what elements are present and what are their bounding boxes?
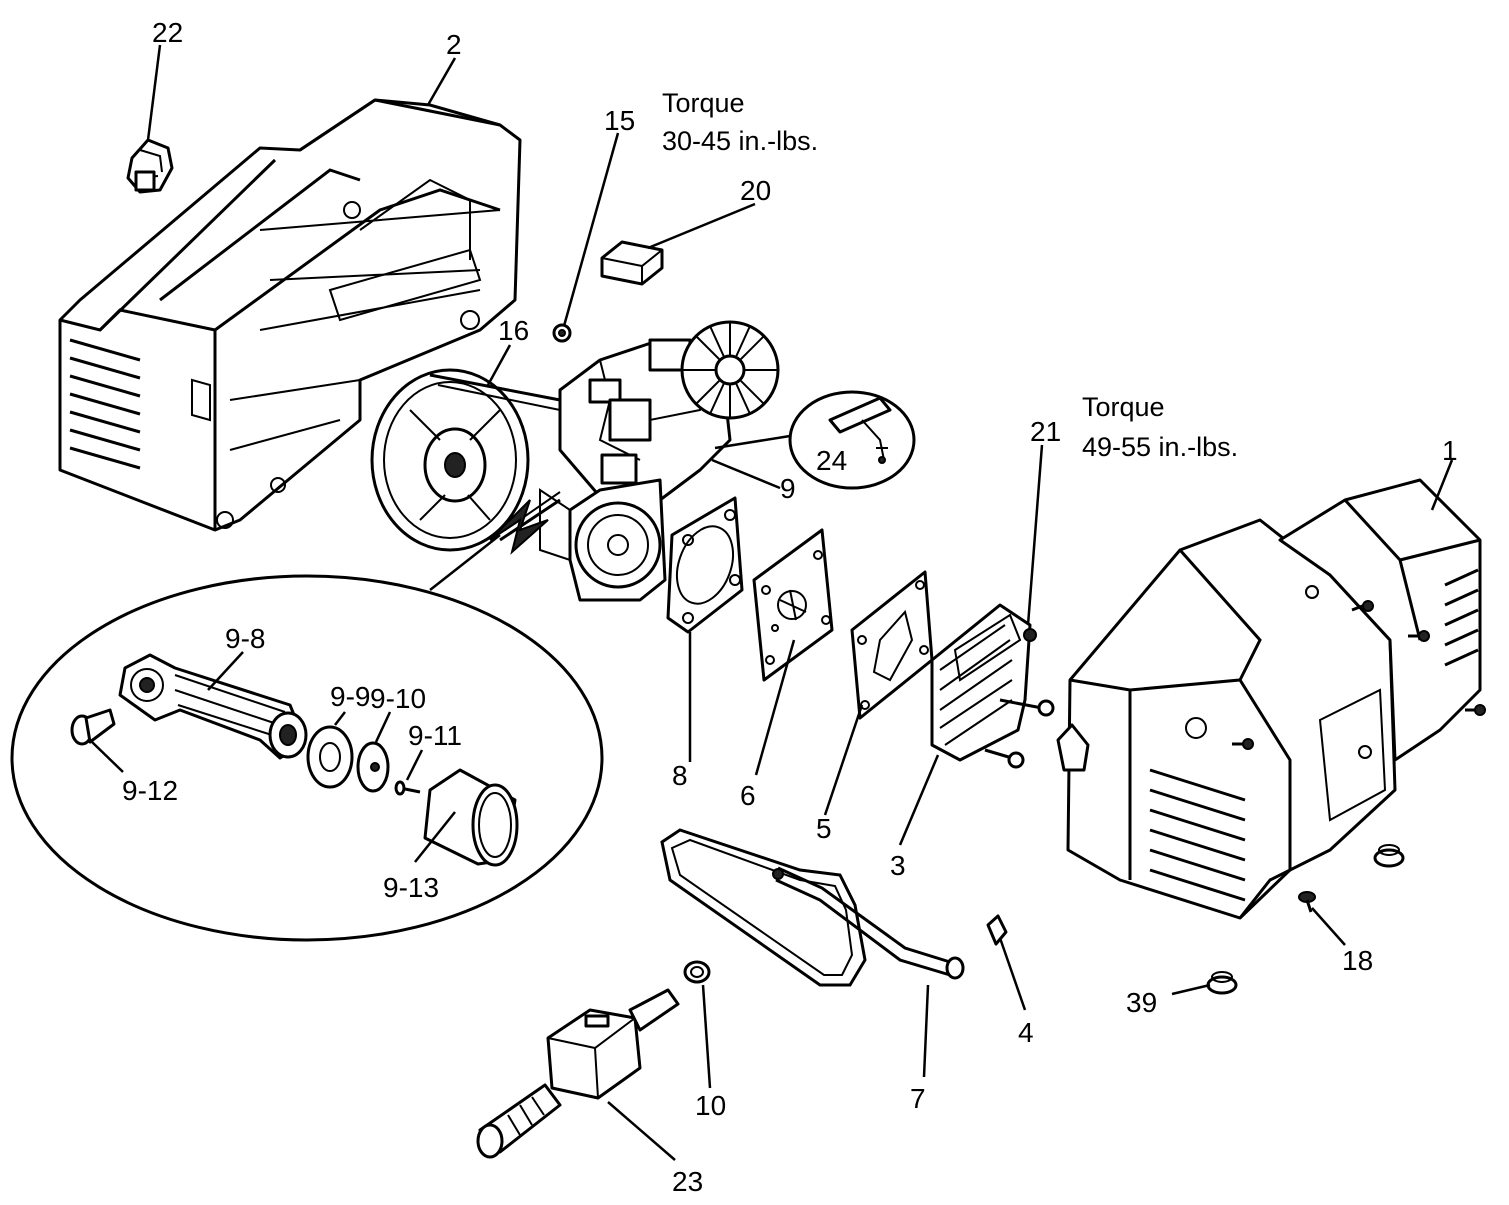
callout-23: 23 — [672, 1166, 703, 1197]
part-3-cylinder-head — [930, 603, 1055, 769]
callout-4: 4 — [1018, 1017, 1034, 1048]
torque-notes: Torque 30-45 in.-lbs. Torque 49-55 in.-l… — [662, 88, 1238, 462]
torque-note-upper-value: 30-45 in.-lbs. — [662, 126, 818, 156]
callout-15: 15 — [604, 105, 635, 136]
part-23-pressure-switch — [476, 988, 680, 1159]
callout-18: 18 — [1342, 945, 1373, 976]
callout-5: 5 — [816, 813, 832, 844]
part-7-discharge-tube — [660, 828, 965, 987]
callout-9-12: 9-12 — [122, 775, 178, 806]
callout-2: 2 — [446, 29, 462, 60]
part-4-clip — [986, 914, 1008, 946]
cooling-fan — [680, 320, 780, 420]
callout-22: 22 — [152, 17, 183, 48]
part-5-head-gasket — [850, 570, 934, 720]
detail-9-connecting-rod — [10, 534, 604, 942]
part-6-valve-plate — [752, 528, 834, 682]
part-22-switch — [126, 138, 174, 194]
front-shroud-vents — [1149, 568, 1479, 902]
callout-24: 24 — [816, 445, 847, 476]
part-20-pad — [600, 240, 664, 286]
callout-9-11: 9-11 — [408, 720, 462, 751]
part-18-screw — [1298, 891, 1316, 913]
callout-7: 7 — [910, 1083, 926, 1114]
callout-6: 6 — [740, 780, 756, 811]
callout-labels: 22 2 15 20 16 24 9 21 1 8 6 5 3 4 7 10 1… — [122, 17, 1458, 1197]
callout-9-8: 9-8 — [225, 623, 265, 654]
rear-shroud-vents — [69, 338, 141, 470]
callout-20: 20 — [740, 175, 771, 206]
callout-9: 9 — [780, 473, 796, 504]
torque-note-right-value: 49-55 in.-lbs. — [1082, 432, 1238, 462]
part-39-rubber-feet — [1206, 844, 1405, 995]
callout-39: 39 — [1126, 987, 1157, 1018]
callout-3: 3 — [890, 850, 906, 881]
callout-8: 8 — [672, 760, 688, 791]
part-9-motor-pump-assembly — [539, 320, 780, 602]
part-8-gasket — [666, 496, 744, 634]
callout-21: 21 — [1030, 416, 1061, 447]
part-16-pulley-and-belt — [370, 368, 561, 552]
torque-note-upper-title: Torque — [662, 88, 745, 118]
callout-9-10: 9-10 — [370, 683, 426, 714]
part-2-rear-shroud — [58, 98, 522, 532]
callout-9-9: 9-9 — [330, 681, 370, 712]
callout-leader-lines — [91, 44, 1454, 1161]
torque-note-right-title: Torque — [1082, 392, 1165, 422]
callout-16: 16 — [498, 315, 529, 346]
part-15-screw — [552, 323, 572, 343]
part-10-clamp — [683, 960, 711, 984]
part-1-front-shroud — [1056, 478, 1486, 920]
pump-direction-arrow — [489, 499, 549, 555]
callout-9-13: 9-13 — [383, 872, 439, 903]
part-24-detail — [714, 390, 916, 490]
callout-1: 1 — [1442, 435, 1458, 466]
callout-10: 10 — [695, 1090, 726, 1121]
